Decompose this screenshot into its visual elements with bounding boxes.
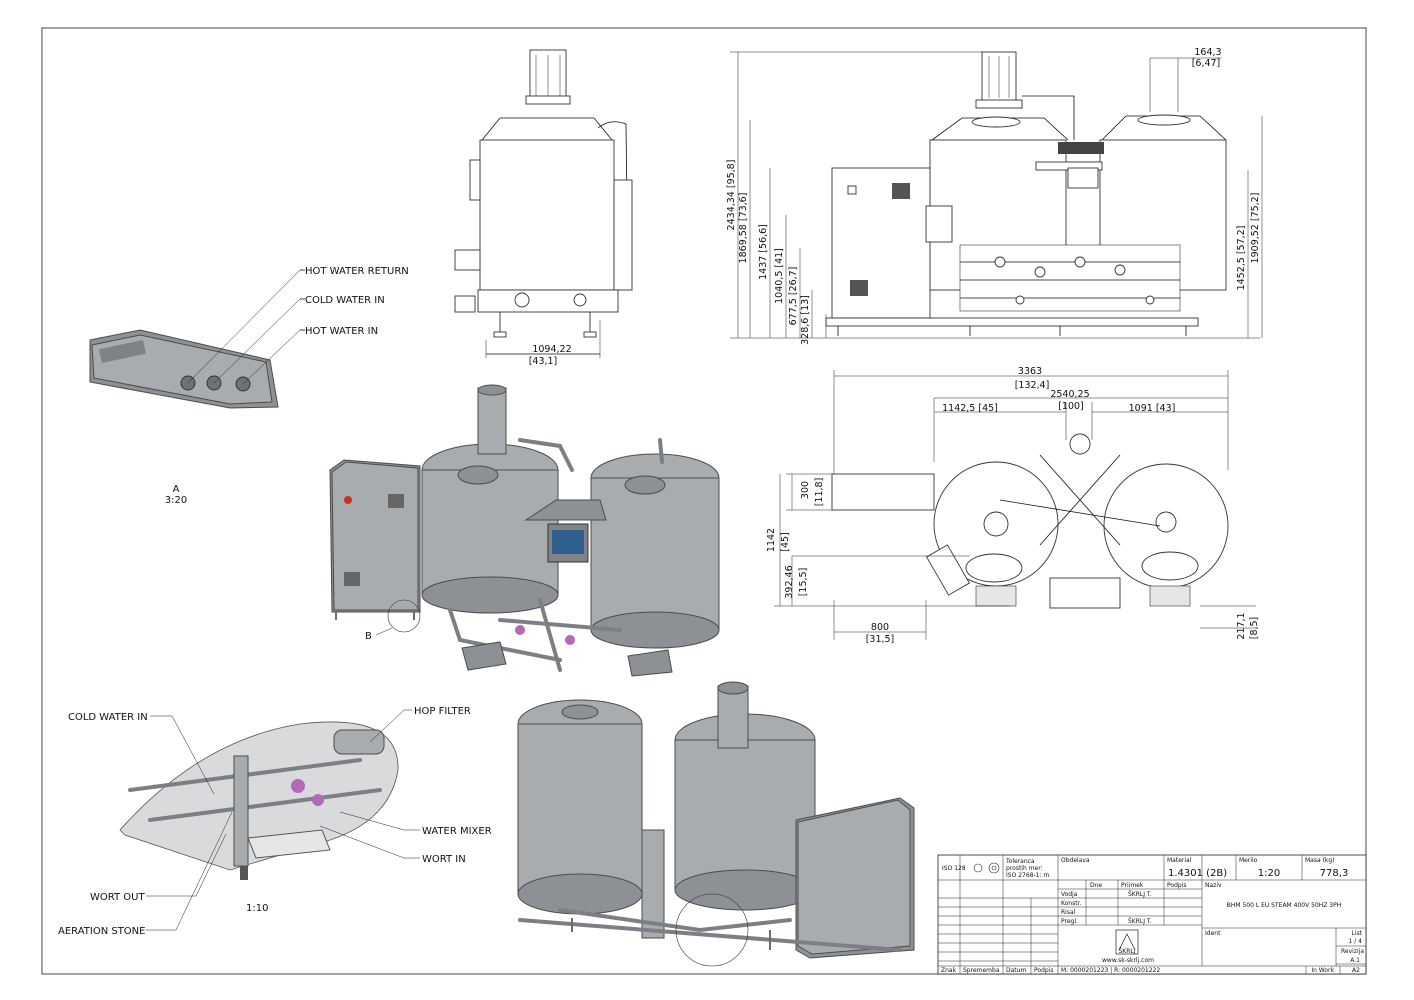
svg-text:ŠKRLJ: ŠKRLJ: [1118, 948, 1135, 955]
tb-dne: Dne: [1090, 882, 1102, 889]
tb-obdelava: Obdelava: [1061, 857, 1090, 864]
detail-b-plumbing: [119, 709, 420, 931]
tb-podpis-2: Podpis: [1034, 967, 1054, 974]
tb-revizija-value: A.1: [1350, 957, 1360, 964]
callout-wort-in: WORT IN: [422, 854, 466, 865]
dim-plan-total-in: [132,4]: [1015, 380, 1050, 391]
tb-znak: Znak: [941, 967, 957, 974]
iso-view-rear: [517, 681, 915, 967]
tb-material-label: Material: [1167, 857, 1192, 864]
tb-name-1: ŠKRLJ T.: [1128, 891, 1152, 898]
tb-tolerance-3: ISO 2768-1: m: [1006, 872, 1049, 879]
tb-naziv-label: Naziv: [1205, 882, 1222, 889]
tb-merilo-value: 1:20: [1258, 868, 1280, 879]
callout-hop-filter: HOP FILTER: [414, 706, 471, 717]
iso-view-main: [329, 384, 720, 677]
tb-list-label: List: [1352, 930, 1363, 937]
dim-plan-1091: 1091 [43]: [1129, 403, 1176, 414]
tb-priimek: Priimek: [1121, 882, 1144, 889]
sheet-border: [41, 27, 1367, 975]
tb-iso: ISO 128: [942, 865, 966, 872]
front-view: [730, 51, 1263, 339]
tb-pregl: Pregl.: [1061, 918, 1078, 925]
tb-vodja: Vodja: [1061, 891, 1078, 898]
callout-hot-water-return: HOT WATER RETURN: [305, 266, 409, 277]
dim-h-total: 2434,34 [95,8]: [726, 160, 737, 231]
tb-konstr: Konstr.: [1061, 900, 1082, 907]
dim-plan-1142v-in: [45]: [780, 532, 791, 552]
callout-aeration-stone: AERATION STONE: [58, 926, 145, 937]
tb-list-value: 1 / 4: [1349, 938, 1363, 945]
dim-plan-392-in: [15,5]: [798, 568, 809, 597]
dim-plan-800: 800: [871, 622, 889, 633]
dim-plan-217-in: [8,5]: [1249, 617, 1260, 640]
tb-material-value: 1.4301 (2B): [1168, 868, 1227, 879]
detail-a-letter: A: [173, 484, 180, 495]
side-view: [454, 49, 633, 358]
dim-plan-217: 217,1: [1236, 612, 1247, 639]
callout-cold-water-in-bottom: COLD WATER IN: [68, 712, 148, 723]
tb-podpis: Podpis: [1167, 882, 1187, 889]
tb-naziv-value: BHM 500 L EU STEAM 400V 50HZ 3PH: [1227, 902, 1341, 909]
detail-b-scale: 1:10: [246, 903, 268, 914]
tb-revizija-label: Revizija: [1341, 948, 1364, 955]
tb-format: A2: [1352, 967, 1360, 974]
dim-h-1437: 1437 [56,6]: [758, 224, 769, 280]
dim-plan-300: 300: [800, 481, 811, 499]
dim-h-328: 328,6 [13]: [800, 295, 811, 345]
tb-masa-value: 778,3: [1320, 868, 1349, 879]
tb-risal: Risal: [1061, 909, 1076, 916]
callout-cold-water-in-top: COLD WATER IN: [305, 295, 385, 306]
detail-a-water-connections: [89, 269, 305, 409]
dim-plan-1142: 1142,5 [45]: [942, 403, 998, 414]
tb-website: www.sk-skrlj.com: [1102, 957, 1154, 964]
skrlj-logo: ŠKRLJ: [1115, 929, 1139, 955]
dim-plan-2540: 2540,25: [1050, 389, 1089, 400]
tb-ident: Ident: [1205, 930, 1221, 937]
callout-water-mixer: WATER MIXER: [422, 826, 492, 837]
dim-h-1452: 1452,5 [57,2]: [1236, 226, 1247, 291]
dim-plan-2540-in: [100]: [1058, 401, 1084, 412]
dim-h-1869: 1869,58 [73,6]: [738, 193, 749, 264]
dim-side-width-in: [43,1]: [529, 356, 558, 367]
tb-doc-numbers: M: 0000201223 | R: 0000201222: [1061, 967, 1160, 974]
dim-plan-1142v: 1142: [766, 528, 777, 552]
tb-sprememba: Sprememba: [963, 967, 1000, 974]
tb-datum: Datum: [1006, 967, 1026, 974]
tb-status: In Work: [1311, 967, 1334, 974]
dim-h-1040: 1040,5 [41]: [774, 248, 785, 304]
dim-flange-in: [6,47]: [1192, 58, 1221, 69]
tb-tolerance-2: prostih mer:: [1006, 865, 1043, 872]
dim-plan-300-in: [11,8]: [814, 478, 825, 507]
dim-h-677: 677,5 [26,7]: [788, 267, 799, 326]
tb-name-2: ŠKRLJ T.: [1128, 918, 1152, 925]
callout-wort-out: WORT OUT: [90, 892, 145, 903]
tb-tolerance-1: Toleranca: [1005, 858, 1035, 865]
callout-hot-water-in: HOT WATER IN: [305, 326, 378, 337]
detail-a-scale: 3:20: [165, 495, 187, 506]
plan-view: [774, 370, 1256, 640]
detail-b-letter: B: [365, 631, 372, 642]
dim-plan-total: 3363: [1018, 366, 1042, 377]
title-block: ŠKRLJ: [937, 854, 1367, 975]
dim-flange: 164,3: [1194, 47, 1221, 58]
dim-plan-800-in: [31,5]: [866, 634, 895, 645]
dim-h-1909: 1909,52 [75,2]: [1250, 193, 1261, 264]
tb-merilo-label: Merilo: [1239, 857, 1258, 864]
tb-masa-label: Masa (kg): [1305, 857, 1335, 864]
dim-plan-392: 392,46: [784, 565, 795, 598]
dim-side-width: 1094,22: [532, 344, 571, 355]
